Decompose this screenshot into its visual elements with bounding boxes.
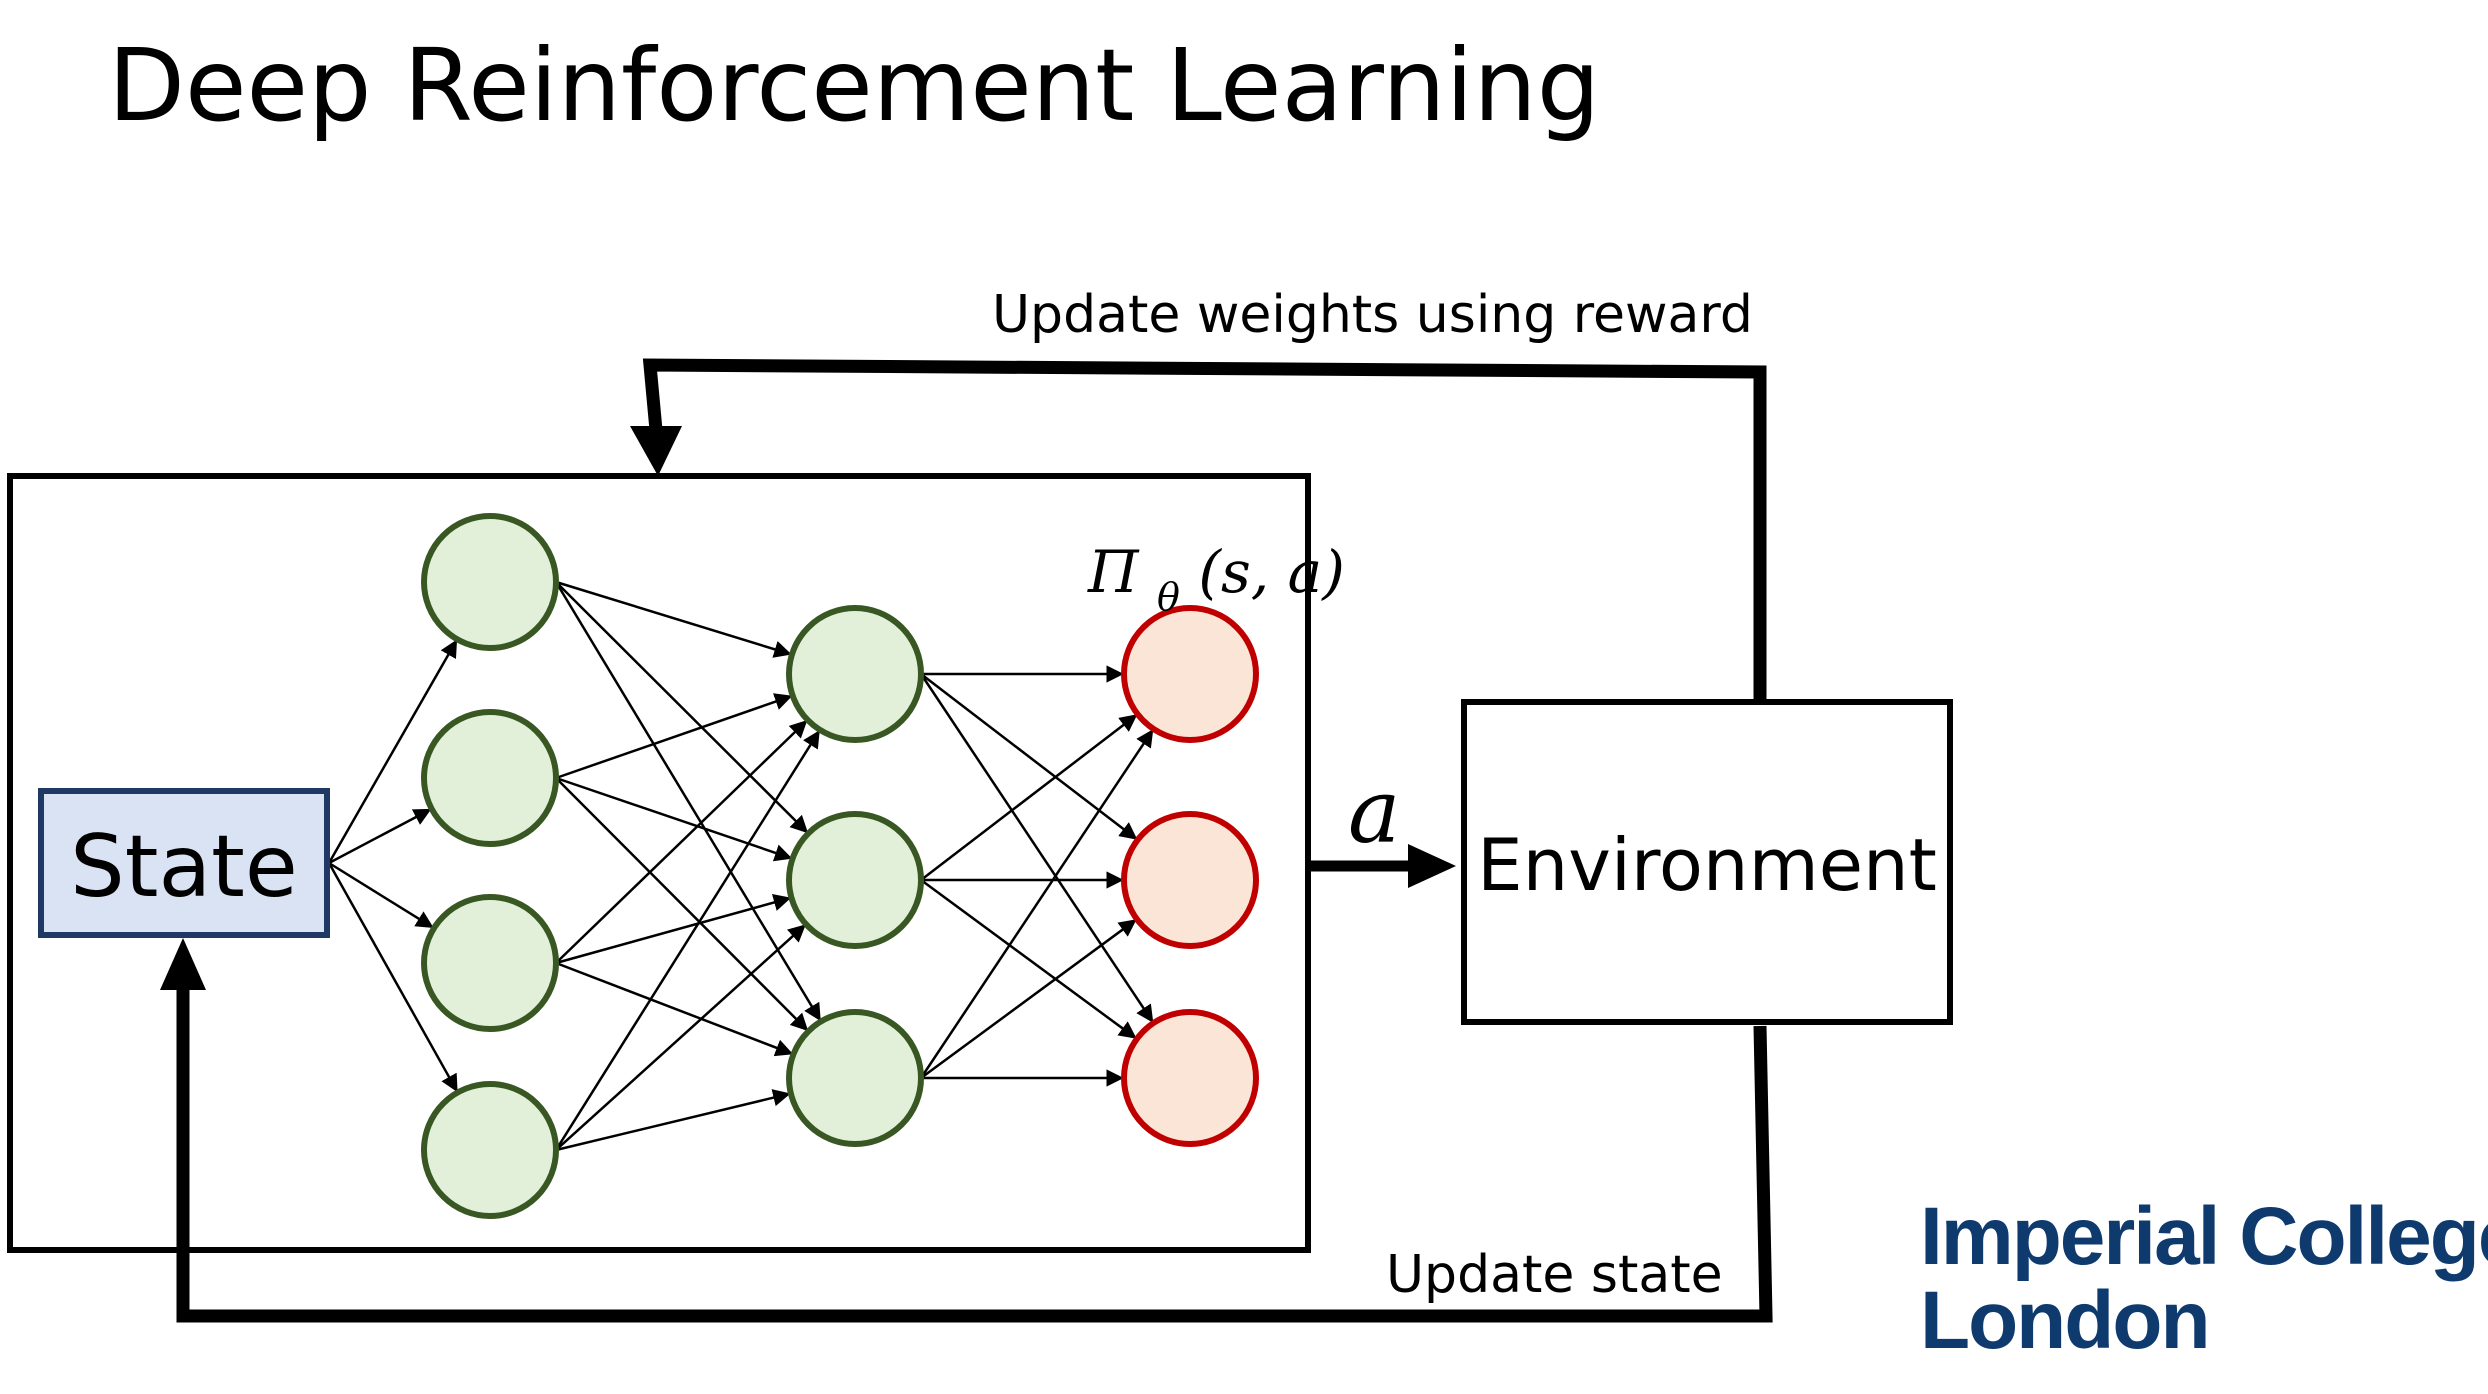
update-weights-label: Update weights using reward [992,285,1753,345]
imperial-logo-line2: London [1920,1275,2209,1366]
layer2-to-layer3-connection [919,673,1154,1023]
hidden-node-layer1 [421,513,559,651]
layer2-to-layer3-connection [919,729,1154,1079]
layer1-to-layer2-connection [555,893,792,965]
action-label: a [1348,760,1400,863]
slide-title: Deep Reinforcement Learning [108,27,1600,144]
layer1-to-layer2-connection [555,720,808,964]
layer2-to-layer3-connection [920,878,1137,1039]
policy-label: Π θ (s, a) [1087,538,1345,624]
state-to-hidden1-connection [327,862,458,1093]
state-box [38,788,330,938]
output-node [1121,1009,1259,1147]
network-nodes [421,513,1259,1219]
state-to-hidden1-connection [328,861,434,929]
layer1-to-layer2-connection [555,961,794,1057]
output-node [1121,605,1259,743]
layer1-to-layer2-connection [554,581,821,1022]
layer1-to-layer2-connection [555,693,793,780]
update-weights-arrowhead [630,426,682,476]
layer2-to-layer3-connection [920,673,1138,840]
update-weights-line [642,358,1767,700]
layer2-to-layer3-connection [920,919,1137,1080]
hidden-node-layer2 [786,811,924,949]
environment-box [1461,699,1953,1025]
layer1-to-layer2-connection [555,1089,791,1152]
hidden-node-layer1 [421,1081,559,1219]
state-to-hidden1-connection [327,639,458,864]
layer1-to-layer2-connection [555,777,809,1032]
layer1-to-layer2-connection [555,924,806,1151]
network-connections [327,580,1154,1152]
policy-symbol: Π [1087,538,1140,606]
layer1-to-layer2-connection [555,581,809,834]
hidden-node-layer2 [786,605,924,743]
layer1-to-layer2-connection [554,730,820,1151]
update-state-line [176,990,1773,1323]
policy-subscript: θ [1157,575,1180,619]
layer1-to-layer2-connection [555,776,793,862]
update-state-arrowhead [160,938,206,990]
state-to-hidden1-connection [328,808,432,865]
policy-args: (s, a) [1198,538,1344,606]
state-label: State [70,817,298,917]
layer2-to-layer3-connection [920,714,1138,881]
hidden-node-layer1 [421,709,559,847]
hidden-node-layer1 [421,894,559,1032]
layer1-to-layer2-connection [555,580,792,658]
imperial-logo-line1: Imperial College [1920,1191,2488,1282]
environment-label: Environment [1477,823,1937,907]
update-state-label: Update state [1386,1245,1723,1305]
output-node [1121,811,1259,949]
action-arrowhead [1408,844,1456,888]
hidden-node-layer2 [786,1009,924,1147]
